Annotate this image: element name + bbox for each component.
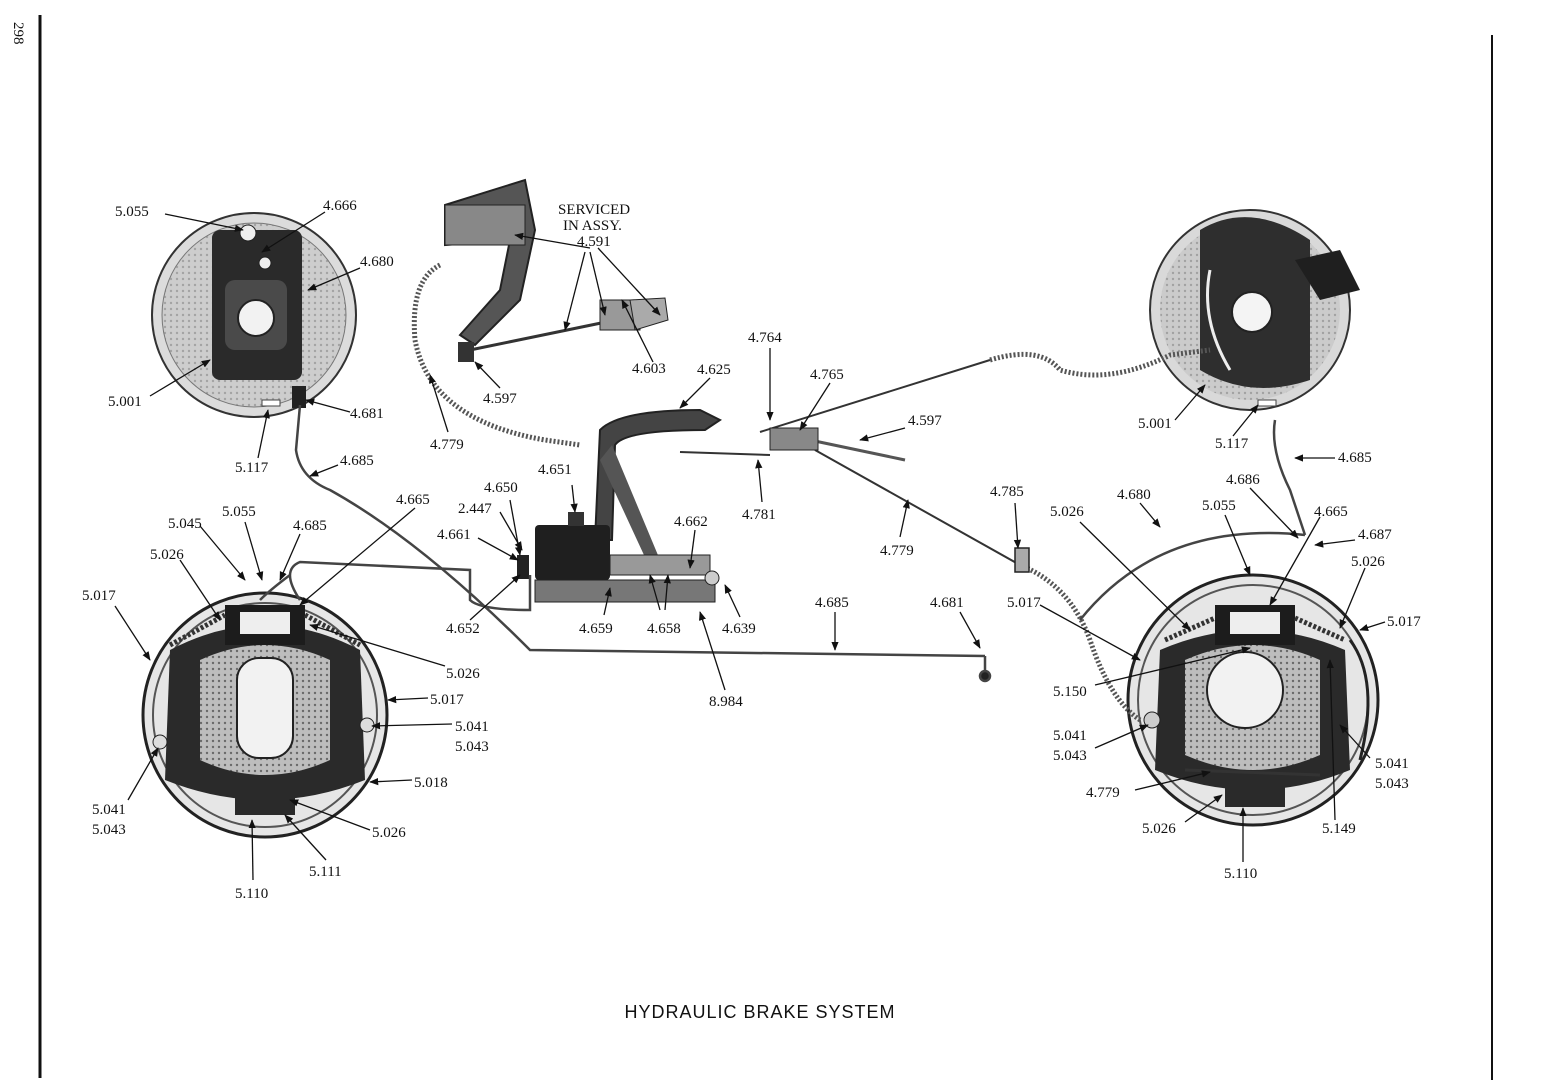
left-front-backing-plate [151, 212, 357, 418]
brake-pedal-assembly [444, 178, 669, 362]
callout-5043: 5.043 [455, 739, 489, 755]
callout-serviced-2: IN ASSY. [563, 218, 622, 234]
page-number: 298 [10, 22, 26, 45]
callout-5043: 5.043 [92, 822, 126, 838]
callout-4685: 4.685 [293, 518, 327, 534]
callout-4781: 4.781 [742, 507, 776, 523]
callout-4659: 4.659 [579, 621, 613, 637]
callout-4685: 4.685 [1338, 450, 1372, 466]
callout-5041: 5.041 [1375, 756, 1409, 772]
callout-5041: 5.041 [92, 802, 126, 818]
callout-5017: 5.017 [82, 588, 116, 604]
figure-caption: HYDRAULIC BRAKE SYSTEM [624, 1002, 895, 1022]
callout-4764: 4.764 [748, 330, 782, 346]
callout-4685: 4.685 [340, 453, 374, 469]
callout-4652: 4.652 [446, 621, 480, 637]
callout-4779: 4.779 [1086, 785, 1120, 801]
right-rear-brake-assembly [1126, 573, 1380, 827]
callout-5041: 5.041 [1053, 728, 1087, 744]
pedal-arm [593, 408, 722, 568]
callout-4665: 4.665 [1314, 504, 1348, 520]
callout-2447: 2.447 [458, 501, 492, 517]
callout-5055: 5.055 [1202, 498, 1236, 514]
callout-5017: 5.017 [1387, 614, 1421, 630]
callout-4681: 4.681 [930, 595, 964, 611]
callout-5026: 5.026 [372, 825, 406, 841]
callout-4591: 4.591 [577, 234, 611, 250]
callout-serviced-1: SERVICED [558, 202, 630, 218]
callout-5045: 5.045 [168, 516, 202, 532]
callout-4651: 4.651 [538, 462, 572, 478]
callout-4661: 4.661 [437, 527, 471, 543]
callout-5149: 5.149 [1322, 821, 1356, 837]
callout-4650: 4.650 [484, 480, 518, 496]
callout-5026: 5.026 [446, 666, 480, 682]
callout-4597: 4.597 [483, 391, 517, 407]
callout-4779: 4.779 [430, 437, 464, 453]
callout-5110: 5.110 [235, 886, 268, 902]
callout-5026: 5.026 [150, 547, 184, 563]
leader-lines [114, 211, 1386, 881]
callout-5001: 5.001 [1138, 416, 1172, 432]
callout-5026: 5.026 [1351, 554, 1385, 570]
callout-4785: 4.785 [990, 484, 1024, 500]
callout-4686: 4.686 [1226, 472, 1260, 488]
callout-4680: 4.680 [1117, 487, 1151, 503]
callout-4779: 4.779 [880, 543, 914, 559]
callout-4658: 4.658 [647, 621, 681, 637]
left-rear-brake-assembly [141, 591, 389, 839]
callout-4685: 4.685 [815, 595, 849, 611]
callout-5018: 5.018 [414, 775, 448, 791]
callout-4639: 4.639 [722, 621, 756, 637]
callout-4603: 4.603 [632, 361, 666, 377]
callout-4687: 4.687 [1358, 527, 1392, 543]
callout-5026: 5.026 [1142, 821, 1176, 837]
callout-8984: 8.984 [709, 694, 743, 710]
callout-4765: 4.765 [810, 367, 844, 383]
callout-4681: 4.681 [350, 406, 384, 422]
callout-4597: 4.597 [908, 413, 942, 429]
callout-5150: 5.150 [1053, 684, 1087, 700]
hydraulic-lines [259, 404, 1307, 683]
callout-5026: 5.026 [1050, 504, 1084, 520]
master-cylinder [517, 512, 720, 603]
callout-5043: 5.043 [1375, 776, 1409, 792]
callout-5111: 5.111 [309, 864, 342, 880]
callout-5043: 5.043 [1053, 748, 1087, 764]
callout-5117: 5.117 [1215, 436, 1249, 452]
parking-brake-cables [411, 262, 1211, 723]
callout-5001: 5.001 [108, 394, 142, 410]
callout-5041: 5.041 [455, 719, 489, 735]
callout-labels: SERVICED IN ASSY. 5.055 4.666 4.680 5.00… [82, 198, 1421, 902]
callout-5017: 5.017 [1007, 595, 1041, 611]
callout-4662: 4.662 [674, 514, 708, 530]
callout-4625: 4.625 [697, 362, 731, 378]
callout-4666: 4.666 [323, 198, 357, 214]
callout-5055: 5.055 [222, 504, 256, 520]
right-front-backing-plate [1149, 209, 1360, 411]
callout-5017: 5.017 [430, 692, 464, 708]
callout-5110: 5.110 [1224, 866, 1257, 882]
callout-5117: 5.117 [235, 460, 269, 476]
callout-4665: 4.665 [396, 492, 430, 508]
callout-4680: 4.680 [360, 254, 394, 270]
callout-5055: 5.055 [115, 204, 149, 220]
